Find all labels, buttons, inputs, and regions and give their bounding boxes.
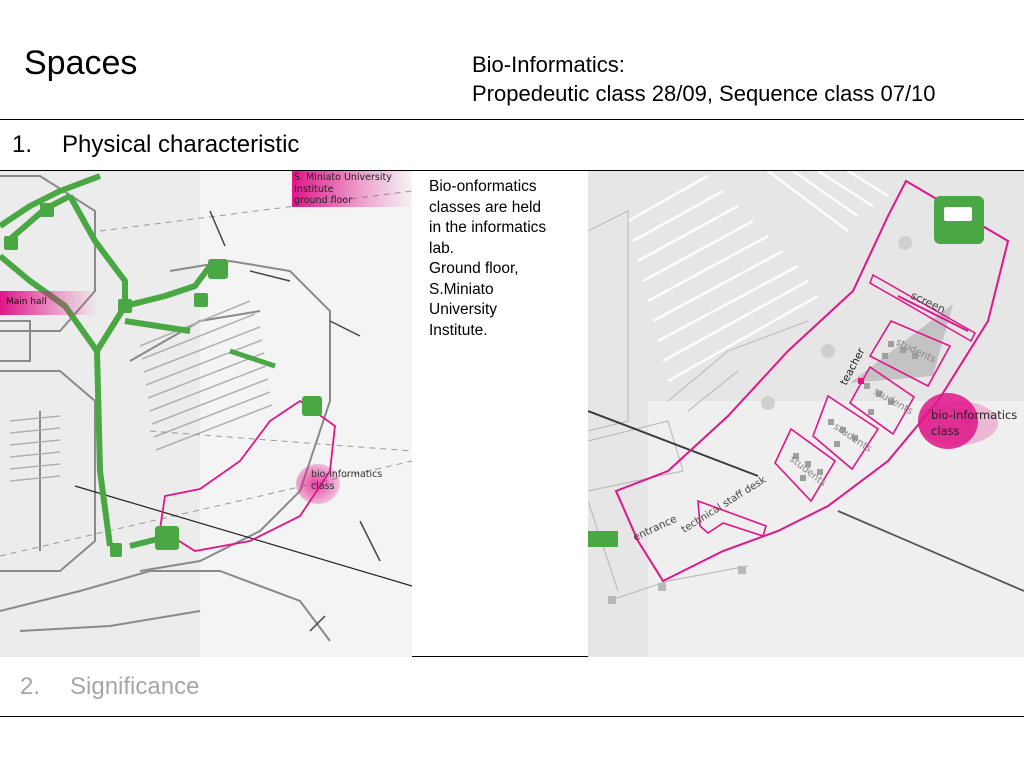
floor-plan-map: S. Miniato University Institute ground f… — [0, 171, 412, 657]
section-significance: 2. Significance — [20, 673, 199, 701]
section-divider — [0, 170, 1024, 171]
classroom-plan: screen teacher students students student… — [588, 171, 1024, 657]
slide-title: Spaces — [24, 44, 138, 82]
class-location-label: bio-informatics class — [311, 469, 383, 492]
section-physical-characteristic: 1. Physical characteristic — [12, 131, 299, 159]
footer-divider — [0, 716, 1024, 717]
description-divider — [412, 656, 588, 657]
section-number: 2. — [20, 673, 41, 700]
main-hall-label: Main hall — [6, 297, 47, 307]
class-label-line-2: class — [931, 424, 960, 438]
subtitle-line-1: Bio-Informatics: — [472, 52, 625, 77]
subtitle-line-2: Propedeutic class 28/09, Sequence class … — [472, 81, 936, 106]
slide-subtitle: Bio-Informatics: Propedeutic class 28/09… — [472, 50, 936, 108]
section-number: 1. — [12, 131, 33, 158]
class-label-line-1: bio-informatics — [931, 408, 1017, 422]
classroom-plan-drawing: screen teacher students students student… — [588, 171, 1024, 657]
section-label: Physical characteristic — [62, 131, 300, 158]
class-description: Bio-onformatics classes are held in the … — [429, 178, 547, 339]
floor-plan-drawing — [0, 171, 412, 657]
location-label: S. Miniato University Institute ground f… — [294, 172, 392, 206]
section-label: Significance — [70, 673, 200, 700]
header-divider — [0, 119, 1024, 120]
